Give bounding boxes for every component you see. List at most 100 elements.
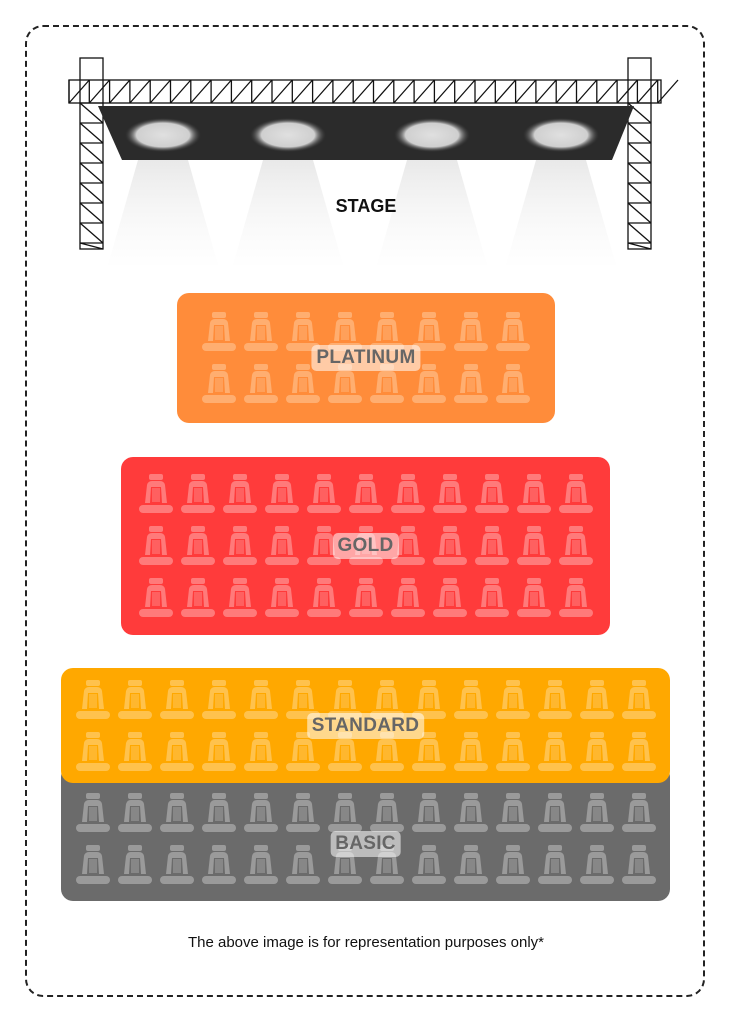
seat-icon[interactable] (390, 525, 425, 567)
seat-icon[interactable] (327, 792, 362, 834)
seat-icon[interactable] (411, 792, 446, 834)
seat-icon[interactable] (390, 473, 425, 515)
seat-icon[interactable] (558, 525, 593, 567)
seat-icon[interactable] (558, 577, 593, 619)
seat-icon[interactable] (579, 731, 614, 773)
seat-icon[interactable] (516, 577, 551, 619)
seat-icon[interactable] (516, 473, 551, 515)
seat-icon[interactable] (516, 525, 551, 567)
seat-icon[interactable] (201, 731, 236, 773)
seat-icon[interactable] (117, 792, 152, 834)
seat-icon[interactable] (306, 473, 341, 515)
seat-icon[interactable] (537, 844, 572, 886)
seat-icon[interactable] (264, 577, 299, 619)
seat-icon[interactable] (159, 844, 194, 886)
zone-platinum[interactable]: PLATINUM (177, 293, 555, 423)
seat-icon[interactable] (75, 792, 110, 834)
seat-icon[interactable] (285, 792, 320, 834)
seat-icon[interactable] (201, 679, 236, 721)
seat-icon[interactable] (432, 525, 467, 567)
seat-icon[interactable] (432, 473, 467, 515)
seat-icon[interactable] (286, 363, 320, 405)
seat-icon[interactable] (264, 525, 299, 567)
seat-row (138, 473, 593, 515)
seat-icon[interactable] (264, 473, 299, 515)
seat-icon[interactable] (453, 679, 488, 721)
seat-icon[interactable] (159, 792, 194, 834)
seat-icon[interactable] (138, 473, 173, 515)
seat-icon[interactable] (285, 844, 320, 886)
seat-icon[interactable] (180, 577, 215, 619)
seat-icon[interactable] (474, 473, 509, 515)
seat-icon[interactable] (621, 844, 656, 886)
seat-icon[interactable] (222, 525, 257, 567)
seat-icon[interactable] (579, 792, 614, 834)
spotlight-icon (523, 118, 599, 152)
seat-icon[interactable] (579, 679, 614, 721)
disclaimer-text: The above image is for representation pu… (187, 934, 545, 951)
seat-icon[interactable] (454, 311, 488, 353)
seat-icon[interactable] (286, 311, 320, 353)
seat-icon[interactable] (496, 363, 530, 405)
seat-icon[interactable] (621, 792, 656, 834)
seat-icon[interactable] (75, 679, 110, 721)
seat-icon[interactable] (202, 311, 236, 353)
seat-icon[interactable] (621, 679, 656, 721)
seat-icon[interactable] (496, 311, 530, 353)
zone-basic[interactable]: BASIC (61, 765, 670, 901)
seat-icon[interactable] (243, 731, 278, 773)
seat-icon[interactable] (243, 679, 278, 721)
seat-icon[interactable] (244, 363, 278, 405)
seat-icon[interactable] (537, 792, 572, 834)
seat-icon[interactable] (75, 844, 110, 886)
seat-icon[interactable] (117, 679, 152, 721)
seat-icon[interactable] (453, 844, 488, 886)
seat-icon[interactable] (201, 792, 236, 834)
seat-icon[interactable] (537, 731, 572, 773)
seat-icon[interactable] (75, 731, 110, 773)
seat-icon[interactable] (537, 679, 572, 721)
seat-icon[interactable] (369, 792, 404, 834)
seat-icon[interactable] (495, 679, 530, 721)
seat-icon[interactable] (454, 363, 488, 405)
seat-icon[interactable] (243, 844, 278, 886)
seat-icon[interactable] (495, 844, 530, 886)
seat-icon[interactable] (579, 844, 614, 886)
seat-icon[interactable] (285, 731, 320, 773)
seat-icon[interactable] (432, 577, 467, 619)
seat-icon[interactable] (411, 731, 446, 773)
seat-icon[interactable] (412, 363, 446, 405)
seat-icon[interactable] (348, 473, 383, 515)
seat-icon[interactable] (202, 363, 236, 405)
seat-icon[interactable] (244, 311, 278, 353)
seat-icon[interactable] (411, 844, 446, 886)
seat-icon[interactable] (180, 473, 215, 515)
seat-icon[interactable] (222, 473, 257, 515)
seat-icon[interactable] (201, 844, 236, 886)
seat-icon[interactable] (495, 731, 530, 773)
seat-icon[interactable] (138, 525, 173, 567)
zone-gold[interactable]: GOLD (121, 457, 610, 635)
seat-icon[interactable] (495, 792, 530, 834)
seat-icon[interactable] (159, 679, 194, 721)
seat-icon[interactable] (306, 577, 341, 619)
seat-row (75, 731, 656, 773)
seat-icon[interactable] (306, 525, 341, 567)
seat-icon[interactable] (474, 525, 509, 567)
seat-icon[interactable] (621, 731, 656, 773)
seat-icon[interactable] (159, 731, 194, 773)
seat-icon[interactable] (558, 473, 593, 515)
seat-icon[interactable] (453, 792, 488, 834)
seat-icon[interactable] (117, 731, 152, 773)
seat-icon[interactable] (390, 577, 425, 619)
seat-icon[interactable] (180, 525, 215, 567)
seat-icon[interactable] (453, 731, 488, 773)
seat-icon[interactable] (243, 792, 278, 834)
zone-standard[interactable]: STANDARD (61, 668, 670, 783)
seat-icon[interactable] (138, 577, 173, 619)
seat-icon[interactable] (222, 577, 257, 619)
seat-icon[interactable] (474, 577, 509, 619)
seat-icon[interactable] (117, 844, 152, 886)
seat-icon[interactable] (348, 577, 383, 619)
seat-icon[interactable] (412, 311, 446, 353)
